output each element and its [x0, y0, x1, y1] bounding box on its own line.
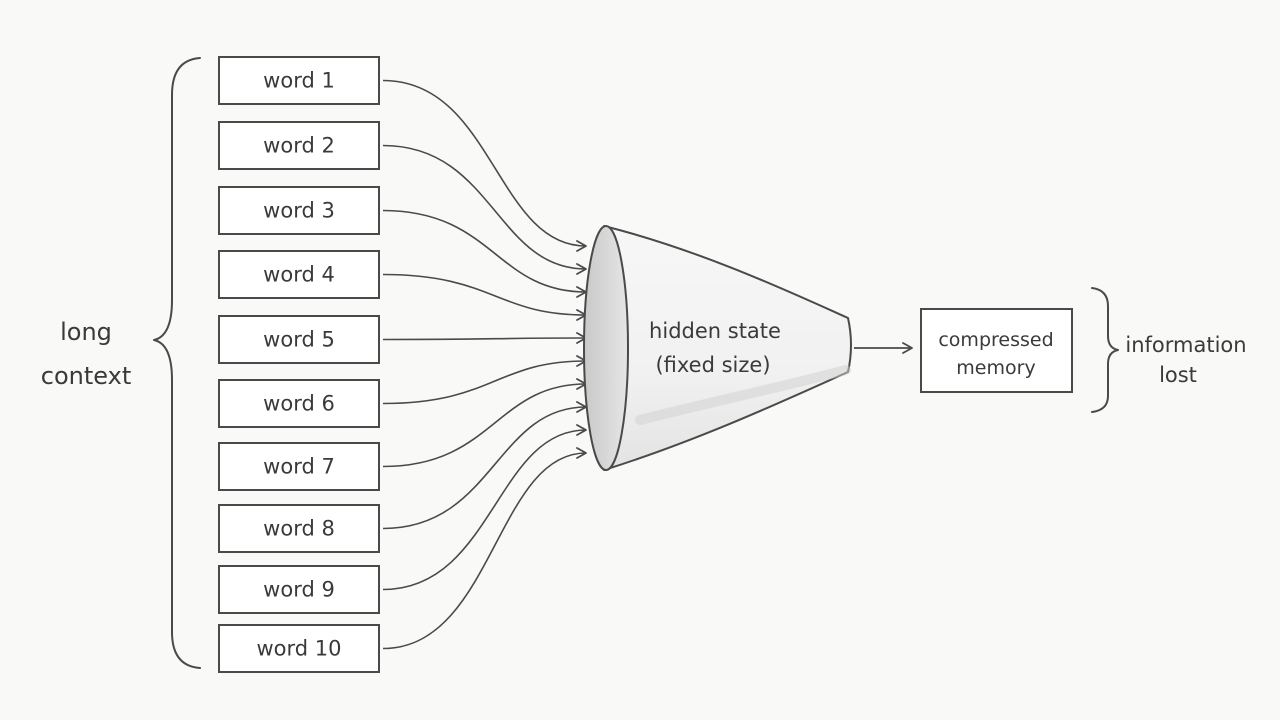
- loss-label-line1: information: [1125, 333, 1246, 357]
- word-box: [218, 56, 380, 105]
- word-item: word 1: [218, 56, 380, 105]
- word-label: word 2: [263, 134, 335, 158]
- word-box: [218, 624, 380, 673]
- hidden-state-label-line2: (fixed size): [655, 353, 770, 377]
- input-arrow: [382, 355, 587, 405]
- input-arrow: [382, 209, 587, 298]
- input-arrow: [382, 332, 587, 344]
- word-label: word 10: [256, 637, 341, 661]
- funnel-mouth: [583, 225, 629, 471]
- word-box: [218, 315, 380, 364]
- input-arrow: [382, 79, 587, 252]
- word-item: word 4: [218, 250, 380, 299]
- loss-label-line2: lost: [1159, 363, 1197, 387]
- word-box: [218, 250, 380, 299]
- input-arrow: [382, 144, 587, 275]
- word-item: word 2: [218, 121, 380, 170]
- funnel-shade: [635, 365, 851, 425]
- word-item: word 9: [218, 565, 380, 614]
- context-brace: [153, 57, 201, 669]
- input-arrows: [382, 79, 587, 650]
- hidden-state-label-line1: hidden state: [649, 319, 781, 343]
- word-item: word 8: [218, 504, 380, 553]
- word-box: [218, 186, 380, 235]
- word-list: word 1 word 2 word 3 word 4 word 5 word 6 word…: [218, 56, 380, 673]
- funnel-body: [603, 225, 852, 471]
- word-box: [218, 121, 380, 170]
- word-box: [218, 442, 380, 491]
- context-label-line2: context: [41, 362, 131, 390]
- compressed-memory-label-line2: memory: [956, 357, 1035, 379]
- word-label: word 7: [263, 455, 335, 479]
- word-label: word 5: [263, 328, 335, 352]
- input-arrow: [382, 401, 587, 530]
- word-item: word 3: [218, 186, 380, 235]
- context-label-line1: long: [60, 318, 112, 346]
- word-item: word 7: [218, 442, 380, 491]
- loss-brace: [1091, 287, 1119, 413]
- word-label: word 4: [263, 263, 335, 287]
- input-arrow: [382, 447, 587, 650]
- word-label: word 9: [263, 578, 335, 602]
- word-label: word 6: [263, 392, 335, 416]
- word-box: [218, 504, 380, 553]
- compressed-memory-box: [920, 308, 1073, 393]
- input-arrow: [382, 378, 587, 468]
- word-item: word 10: [218, 624, 380, 673]
- compressed-memory-label-line1: compressed: [938, 329, 1053, 351]
- input-arrow: [382, 424, 587, 591]
- hidden-state-funnel: hidden state (fixed size): [583, 225, 852, 471]
- word-box: [218, 379, 380, 428]
- word-label: word 3: [263, 199, 335, 223]
- word-item: word 6: [218, 379, 380, 428]
- word-item: word 5: [218, 315, 380, 364]
- input-arrow: [382, 273, 587, 321]
- word-box: [218, 565, 380, 614]
- word-label: word 8: [263, 517, 335, 541]
- word-label: word 1: [263, 69, 335, 93]
